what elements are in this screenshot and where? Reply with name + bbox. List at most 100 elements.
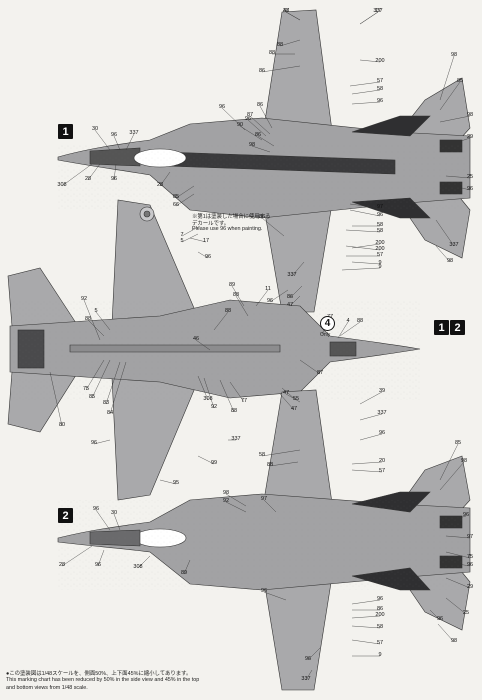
callout-number: 9 [378, 652, 381, 658]
leader-line [225, 493, 247, 507]
callout-number: 96 [93, 506, 99, 512]
leader-line [305, 669, 313, 681]
leader-line [439, 81, 461, 111]
callout-number: 58 [259, 452, 265, 458]
callout-number: 86 [257, 102, 263, 108]
leader-line [351, 261, 381, 265]
leader-line [349, 209, 381, 217]
view-marker-1: 1 [58, 124, 73, 139]
callout-number: 83 [103, 400, 109, 406]
callout-number: 96 [437, 616, 443, 622]
leader-line [94, 129, 111, 151]
leader-line [85, 359, 105, 391]
leader-line [307, 647, 321, 661]
top-view-aircraft-2 [57, 389, 471, 691]
paint-note-jp-2: デカールです。 [192, 221, 230, 227]
callout-number: 85 [173, 194, 179, 200]
callout-number: 29 [467, 584, 473, 590]
callout-number: 88 [225, 308, 231, 314]
callout-number: 96 [95, 562, 101, 568]
leader-line [349, 81, 381, 87]
leader-line [351, 625, 381, 629]
leader-line [93, 439, 111, 445]
callout-number: 66 [173, 202, 179, 208]
leader-line [235, 295, 249, 317]
callout-number: 98 [461, 458, 467, 464]
leader-line [445, 535, 471, 539]
callout-number: 87 [317, 370, 323, 376]
callout-number: 47 [283, 390, 289, 396]
callout-number: 4 [346, 318, 349, 324]
leader-line [437, 623, 455, 643]
callout-number: 99 [211, 460, 217, 466]
callout-number: 17 [203, 238, 209, 244]
callout-number: 47 [283, 8, 289, 14]
callout-number: 97 [467, 534, 473, 540]
callout-number: 200 [375, 246, 384, 252]
leader-line [183, 559, 191, 575]
view-marker-4: 4 [320, 316, 335, 331]
leader-line [289, 285, 303, 299]
leader-line [269, 461, 299, 467]
leader-line [281, 387, 297, 401]
callout-number: 98 [451, 52, 457, 58]
leader-line [339, 321, 361, 337]
leader-line [189, 237, 207, 243]
leader-line [445, 551, 471, 559]
leader-line [95, 311, 111, 331]
callout-number: 92 [211, 404, 217, 410]
leader-line [125, 133, 135, 151]
callout-number: 5 [180, 238, 183, 244]
callout-number: 25 [467, 174, 473, 180]
callout-number: 88 [85, 316, 91, 322]
callout-number: 96 [467, 562, 473, 568]
leader-line [341, 267, 381, 271]
callout-number: 25 [463, 610, 469, 616]
leader-line [279, 393, 295, 411]
leader-line [175, 185, 195, 199]
leader-line [255, 289, 269, 307]
callout-number: 88 [231, 408, 237, 414]
callout-number: 58 [377, 86, 383, 92]
callout-number: 96 [467, 186, 473, 192]
leader-line [435, 245, 451, 263]
leader-line [113, 135, 121, 151]
leader-line [109, 361, 127, 415]
leader-line [113, 163, 117, 181]
leader-line [351, 101, 381, 105]
callout-number: 86 [255, 132, 261, 138]
callout-number: 86 [287, 294, 293, 300]
callout-number: 96 [377, 98, 383, 104]
leader-line [439, 443, 459, 481]
callout-number: 96 [205, 254, 211, 260]
leader-line [221, 107, 246, 131]
leader-line [445, 175, 471, 179]
callout-number: 96 [261, 588, 267, 594]
callout-number: 337 [301, 676, 310, 682]
leader-line [439, 461, 465, 491]
leader-line [203, 377, 215, 409]
leader-line [83, 299, 101, 341]
callout-number: 98 [467, 112, 473, 118]
callout-number: 9 [378, 264, 381, 270]
leader-line [351, 461, 383, 465]
leader-line [345, 229, 381, 233]
footer-line-en-1: This marking chart has been reduced by 5… [6, 677, 200, 683]
callout-number: 98 [451, 638, 457, 644]
view-marker-2: 2 [58, 508, 73, 523]
callout-number: 98 [447, 258, 453, 264]
callout-number: 96 [91, 440, 97, 446]
leader-line [285, 393, 301, 403]
leader-line [181, 225, 201, 237]
leader-line [445, 183, 471, 191]
callout-number: 337 [287, 272, 296, 278]
leader-line [359, 413, 383, 421]
callout-number: 96 [219, 104, 225, 110]
callout-number: 88 [269, 50, 275, 56]
callout-number: 88 [357, 318, 363, 324]
leader-line [91, 359, 111, 399]
leader-line [105, 361, 121, 405]
leader-line [445, 137, 471, 147]
